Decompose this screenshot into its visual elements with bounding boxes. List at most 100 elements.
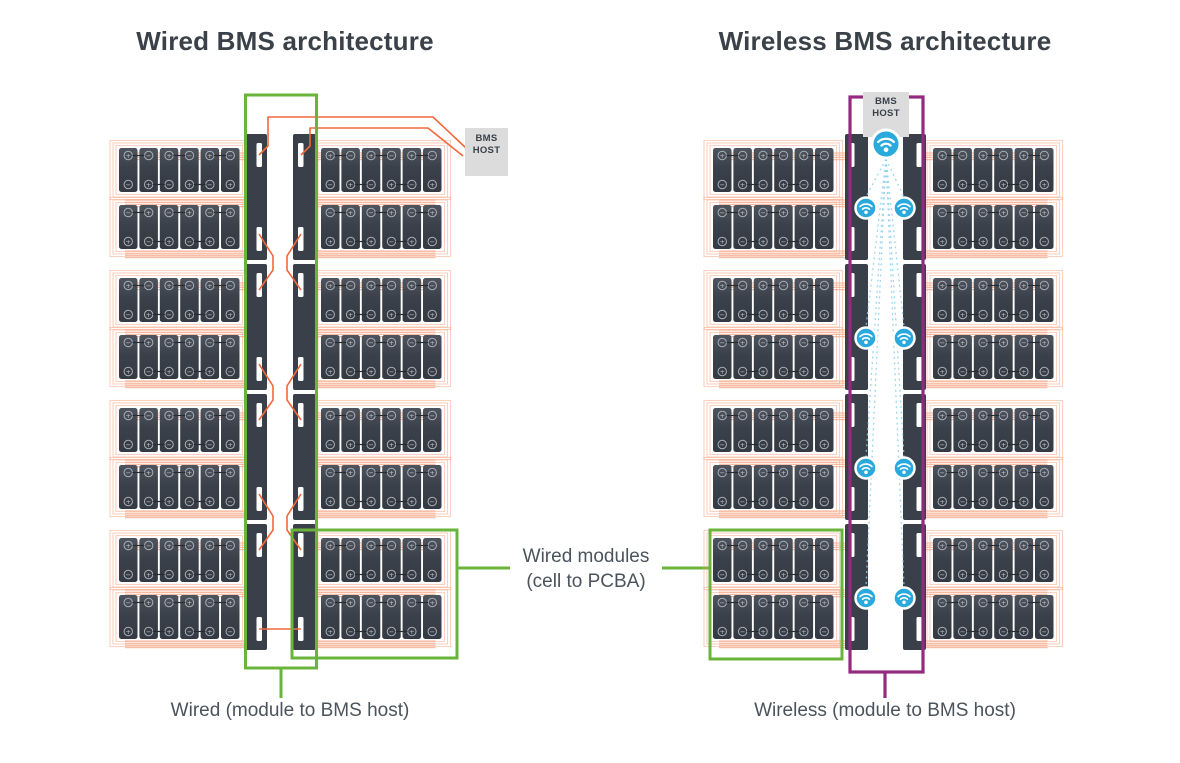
terminal-symbol: − <box>328 599 333 607</box>
battery-cell <box>753 465 773 509</box>
terminal-symbol: − <box>822 498 827 506</box>
minus-terminal-icon <box>143 236 154 247</box>
wired-host-wire <box>258 116 467 156</box>
terminal-symbol: + <box>146 209 151 217</box>
battery-cell <box>815 335 834 379</box>
terminal-symbol: + <box>1042 181 1047 189</box>
terminal-symbol: + <box>980 152 985 160</box>
bus-connector-slot <box>916 533 922 557</box>
battery-cell <box>713 465 732 509</box>
terminal-symbol: + <box>389 441 394 449</box>
cell-sense-wire-loop <box>115 534 244 586</box>
battery-cell <box>221 205 240 249</box>
terminal-symbol: + <box>348 441 353 449</box>
battery-cell <box>1014 278 1034 322</box>
battery-cell <box>733 408 752 452</box>
terminal-symbol: − <box>409 311 414 319</box>
terminal-symbol: − <box>409 469 414 477</box>
battery-cell <box>180 335 199 379</box>
plus-terminal-icon <box>325 496 335 507</box>
battery-cell <box>1014 335 1034 379</box>
terminal-symbol: + <box>1001 571 1006 579</box>
battery-cell <box>139 278 158 322</box>
bus-connector-slot <box>256 403 262 427</box>
minus-terminal-icon <box>937 179 947 190</box>
battery-cell <box>733 278 752 322</box>
terminal-symbol: − <box>126 599 131 607</box>
wireless-bms-host-label: BMS HOST <box>863 96 909 121</box>
terminal-symbol: + <box>228 441 233 449</box>
module-chain-wire <box>258 233 274 291</box>
terminal-symbol: − <box>207 469 212 477</box>
terminal-symbol: − <box>389 628 394 636</box>
terminal-symbol: + <box>1021 542 1026 550</box>
terminal-symbol: + <box>940 412 945 420</box>
minus-terminal-icon <box>123 439 133 450</box>
module-chain-wire <box>258 493 274 551</box>
wired-bms-host-line1: BMS <box>475 133 498 144</box>
terminal-symbol: + <box>781 339 786 347</box>
terminal-symbol: − <box>368 181 373 189</box>
terminal-symbol: + <box>1021 282 1026 290</box>
terminal-symbol: − <box>389 542 394 550</box>
terminal-symbol: − <box>1001 542 1006 550</box>
terminal-symbol: + <box>328 238 333 246</box>
terminal-symbol: − <box>1021 181 1026 189</box>
terminal-symbol: + <box>1021 368 1026 376</box>
terminal-symbol: + <box>720 152 725 160</box>
battery-cell <box>321 205 340 249</box>
terminal-symbol: + <box>348 181 353 189</box>
terminal-symbol: − <box>328 311 333 319</box>
terminal-symbol: + <box>801 152 806 160</box>
battery-cell <box>794 465 814 509</box>
bus-connector-slot <box>916 403 922 427</box>
wireless-module-highlight <box>708 528 844 661</box>
terminal-symbol: + <box>980 368 985 376</box>
plus-terminal-icon <box>225 309 235 320</box>
plus-terminal-icon <box>937 496 947 507</box>
battery-cell <box>402 148 422 192</box>
bus-connector-slot <box>298 487 304 511</box>
terminal-symbol: − <box>720 181 725 189</box>
terminal-symbol: + <box>1042 441 1047 449</box>
terminal-symbol: + <box>781 571 786 579</box>
terminal-symbol: + <box>187 339 192 347</box>
battery-cell <box>119 278 138 322</box>
terminal-symbol: − <box>228 412 233 420</box>
terminal-symbol: − <box>781 542 786 550</box>
terminal-symbol: + <box>126 152 131 160</box>
terminal-symbol: − <box>348 542 353 550</box>
terminal-symbol: − <box>207 599 212 607</box>
battery-cell <box>139 595 158 639</box>
bus-connector-slot <box>256 273 262 297</box>
minus-terminal-icon <box>345 366 356 377</box>
minus-terminal-icon <box>143 626 154 637</box>
terminal-symbol: − <box>166 181 171 189</box>
terminal-symbol: − <box>801 599 806 607</box>
battery-cell <box>753 148 773 192</box>
battery-cell <box>119 538 138 582</box>
terminal-symbol: + <box>760 238 765 246</box>
terminal-symbol: − <box>228 368 233 376</box>
terminal-symbol: − <box>126 441 131 449</box>
terminal-symbol: − <box>430 152 435 160</box>
wifi-icon <box>892 586 916 610</box>
wireless-link-dashed <box>885 158 905 588</box>
battery-cell <box>953 335 972 379</box>
terminal-symbol: + <box>980 412 985 420</box>
cell-sense-wire-loop <box>703 326 844 388</box>
terminal-symbol: − <box>760 571 765 579</box>
wireless-bus-label: Wireless (module to BMS host) <box>754 700 1016 721</box>
minus-terminal-icon <box>225 236 235 247</box>
wireless-link-dashed <box>865 158 887 198</box>
terminal-symbol: + <box>328 152 333 160</box>
plus-terminal-icon <box>819 439 829 450</box>
plus-terminal-icon <box>1019 280 1029 291</box>
battery-cell <box>815 538 834 582</box>
wired-modules-label: Wired modules (cell to PCBA) <box>500 544 672 594</box>
terminal-symbol: − <box>740 628 745 636</box>
terminal-symbol: − <box>389 498 394 506</box>
bus-connector-slot <box>298 533 304 557</box>
terminal-symbol: − <box>960 628 965 636</box>
terminal-symbol: − <box>822 628 827 636</box>
